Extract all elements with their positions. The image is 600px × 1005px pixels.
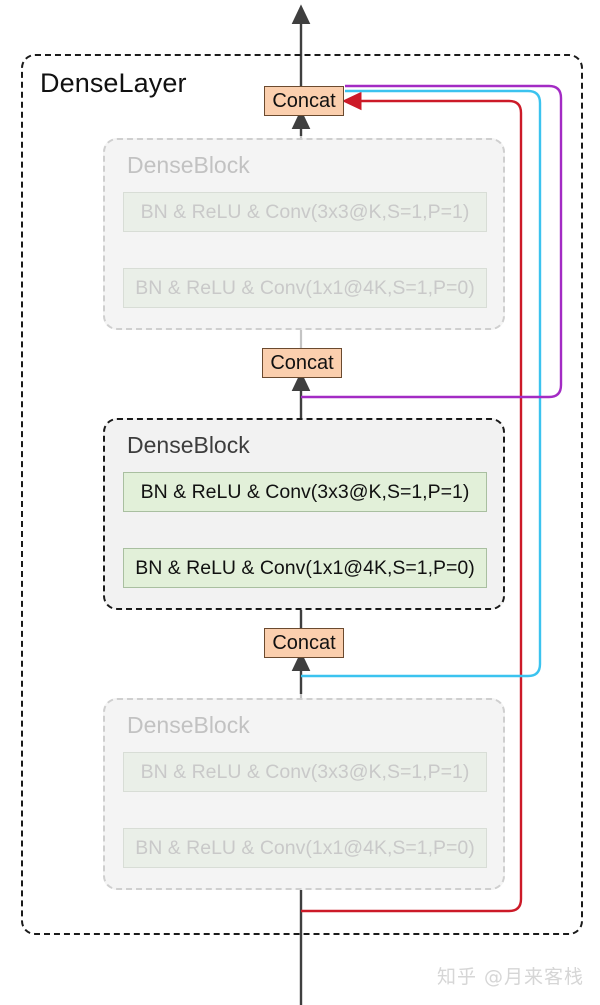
dense-block-top-conv-1x1[interactable]: BN & ReLU & Conv(1x1@4K,S=1,P=0): [123, 268, 487, 308]
concat-middle[interactable]: Concat: [262, 348, 342, 378]
denselayer-title: DenseLayer: [40, 68, 187, 98]
skip-connection-cyan: [301, 89, 542, 678]
dense-block-middle-title: DenseBlock: [127, 432, 250, 458]
dense-block-middle[interactable]: DenseBlock BN & ReLU & Conv(3x3@K,S=1,P=…: [103, 418, 505, 610]
dense-block-top[interactable]: DenseBlock BN & ReLU & Conv(3x3@K,S=1,P=…: [103, 138, 505, 330]
skip-connection-red: [301, 91, 523, 913]
skip-connection-purple: [301, 84, 563, 399]
concat-top[interactable]: Concat: [264, 86, 344, 116]
dense-block-middle-conv-3x3[interactable]: BN & ReLU & Conv(3x3@K,S=1,P=1): [123, 472, 487, 512]
dense-block-bottom-title: DenseBlock: [127, 712, 250, 738]
watermark: 知乎 @月来客栈: [436, 966, 584, 988]
denselayer-frame: [21, 54, 583, 935]
concat-bottom[interactable]: Concat: [264, 628, 344, 658]
dense-block-top-title: DenseBlock: [127, 152, 250, 178]
dense-block-top-conv-3x3[interactable]: BN & ReLU & Conv(3x3@K,S=1,P=1): [123, 192, 487, 232]
dense-block-bottom-conv-1x1[interactable]: BN & ReLU & Conv(1x1@4K,S=1,P=0): [123, 828, 487, 868]
dense-block-bottom-conv-3x3[interactable]: BN & ReLU & Conv(3x3@K,S=1,P=1): [123, 752, 487, 792]
dense-block-middle-conv-1x1[interactable]: BN & ReLU & Conv(1x1@4K,S=1,P=0): [123, 548, 487, 588]
dense-block-bottom[interactable]: DenseBlock BN & ReLU & Conv(3x3@K,S=1,P=…: [103, 698, 505, 890]
